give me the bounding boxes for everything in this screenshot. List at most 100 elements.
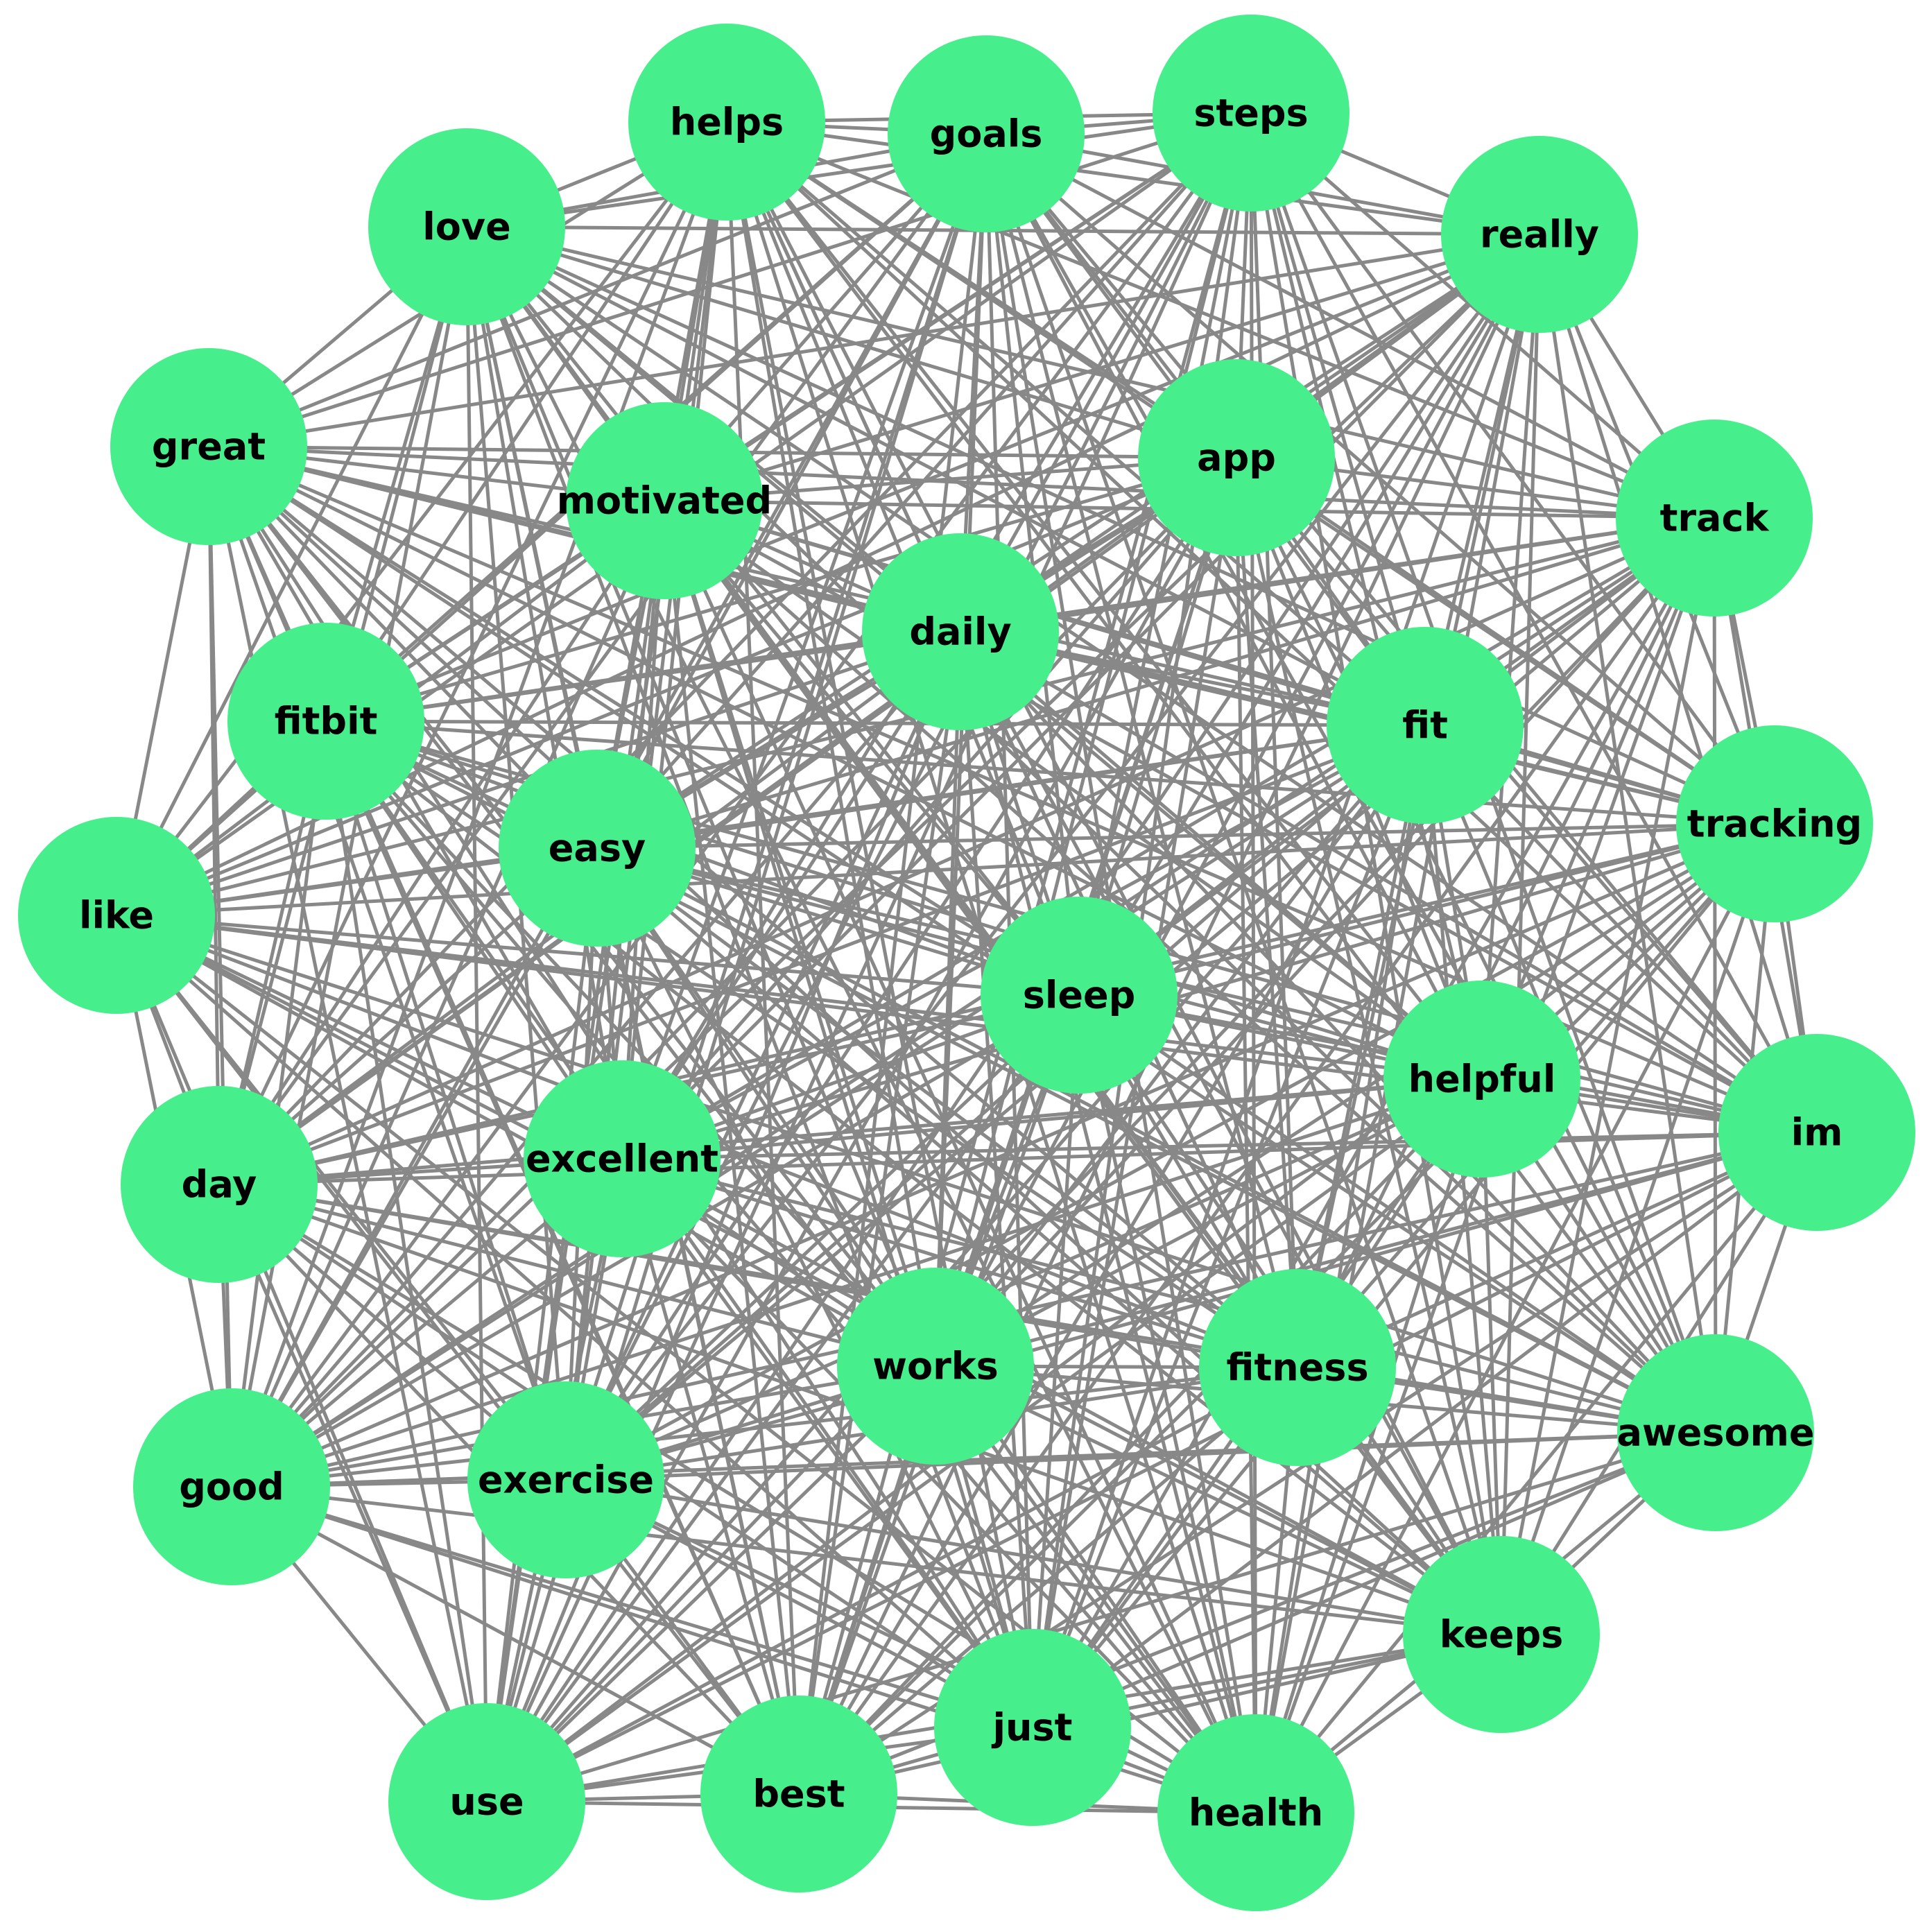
node-circle-really xyxy=(1441,136,1638,333)
edge-keeps-best xyxy=(798,1632,1502,1796)
edge-excellent-best xyxy=(620,1158,801,1795)
node-works: works xyxy=(837,1268,1034,1465)
edge-works-use xyxy=(485,1365,937,1803)
edge-helps-like xyxy=(115,121,728,917)
node-like: like xyxy=(18,817,215,1014)
edge-im-health xyxy=(1254,1131,1818,1814)
node-label-love: love xyxy=(422,205,510,249)
edge-motivated-just xyxy=(662,500,1035,1728)
edge-daily-im xyxy=(959,630,1818,1135)
node-great: great xyxy=(110,348,307,545)
edge-track-just xyxy=(1030,517,1716,1729)
node-love: love xyxy=(368,128,565,325)
node-circle-app xyxy=(1138,359,1335,556)
node-label-steps: steps xyxy=(1193,92,1308,135)
edge-helpful-exercise xyxy=(564,1077,1483,1482)
edge-like-keeps xyxy=(115,913,1503,1637)
edge-im-just xyxy=(1031,1131,1818,1729)
edge-tracking-excellent xyxy=(621,822,1775,1161)
edge-works-keeps xyxy=(934,1364,1503,1637)
edge-helps-awesome xyxy=(725,121,1717,1434)
node-label-really: really xyxy=(1480,213,1599,257)
edge-app-exercise xyxy=(564,456,1239,1481)
edge-motivated-helpful xyxy=(663,499,1483,1081)
node-label-health: health xyxy=(1189,1791,1323,1835)
edge-goals-day xyxy=(217,132,988,1186)
node-circle-helpful xyxy=(1383,981,1580,1178)
edge-app-im xyxy=(1235,456,1818,1134)
edge-really-works xyxy=(933,233,1542,1368)
edge-day-use xyxy=(217,1184,489,1802)
edge-really-great xyxy=(208,232,1540,449)
edge-daily-keeps xyxy=(958,630,1503,1636)
edge-love-app xyxy=(466,225,1237,460)
node-circle-excellent xyxy=(524,1060,721,1257)
node-helpful: helpful xyxy=(1383,981,1580,1178)
edge-love-like xyxy=(114,225,469,917)
edge-track-fitness xyxy=(1295,517,1716,1369)
edge-like-awesome xyxy=(116,913,1716,1435)
node-health: health xyxy=(1157,1714,1354,1911)
node-label-exercise: exercise xyxy=(478,1458,654,1502)
node-label-fitness: fitness xyxy=(1226,1346,1368,1390)
edge-tracking-works xyxy=(934,822,1776,1368)
node-label-excellent: excellent xyxy=(526,1137,718,1181)
edge-helps-good xyxy=(230,121,729,1487)
node-circle-just xyxy=(934,1629,1131,1826)
edge-love-use xyxy=(465,226,489,1802)
node-label-keeps: keeps xyxy=(1440,1613,1564,1657)
edge-love-just xyxy=(465,226,1035,1728)
edge-awesome-use xyxy=(486,1431,1716,1804)
node-really: really xyxy=(1441,136,1638,333)
edge-love-works xyxy=(465,226,938,1367)
node-tracking: tracking xyxy=(1676,725,1873,922)
edge-easy-tracking xyxy=(596,822,1775,850)
node-circle-helps xyxy=(628,24,825,221)
node-fitbit: fitbit xyxy=(227,623,424,820)
edge-helpful-day xyxy=(218,1077,1483,1187)
edge-tracking-like xyxy=(116,822,1775,917)
edge-really-fitbit xyxy=(325,232,1540,723)
node-label-great: great xyxy=(152,425,266,469)
edge-daily-good xyxy=(230,630,962,1488)
edge-helps-really xyxy=(726,120,1540,236)
node-label-tracking: tracking xyxy=(1687,802,1862,846)
node-circle-day xyxy=(121,1086,318,1283)
node-circle-good xyxy=(133,1388,330,1585)
node-circle-great xyxy=(110,348,307,545)
edge-like-helpful xyxy=(116,913,1483,1081)
edge-daily-exercise xyxy=(564,630,963,1481)
node-circle-track xyxy=(1616,420,1813,616)
node-label-app: app xyxy=(1197,436,1276,480)
node-label-helpful: helpful xyxy=(1408,1058,1556,1101)
node-fitness: fitness xyxy=(1199,1269,1396,1466)
edge-track-easy xyxy=(596,516,1715,850)
edge-fitness-use xyxy=(485,1365,1299,1804)
node-circle-fit xyxy=(1327,627,1524,824)
edge-good-best xyxy=(230,1485,800,1796)
node-label-easy: easy xyxy=(549,827,646,870)
edge-steps-daily xyxy=(958,112,1253,633)
node-circle-love xyxy=(368,128,565,325)
node-circle-easy xyxy=(499,750,696,947)
node-circle-fitbit xyxy=(227,623,424,820)
edge-steps-love xyxy=(466,111,1252,229)
node-track: track xyxy=(1616,420,1813,616)
node-excellent: excellent xyxy=(524,1060,721,1257)
edge-im-exercise xyxy=(565,1130,1818,1482)
edge-sleep-exercise xyxy=(564,994,1080,1481)
node-keeps: keeps xyxy=(1403,1536,1600,1733)
edge-steps-fit xyxy=(1249,112,1427,726)
node-label-helps: helps xyxy=(670,101,784,144)
edge-awesome-just xyxy=(1032,1431,1716,1730)
node-sleep: sleep xyxy=(981,897,1178,1094)
edge-app-health xyxy=(1234,457,1258,1813)
edge-daily-health xyxy=(958,631,1258,1813)
node-label-awesome: awesome xyxy=(1616,1411,1814,1455)
edge-great-excellent xyxy=(207,445,624,1160)
node-label-im: im xyxy=(1791,1111,1843,1155)
node-circle-works xyxy=(837,1268,1034,1465)
node-circle-motivated xyxy=(566,402,763,599)
node-circle-tracking xyxy=(1676,725,1873,922)
